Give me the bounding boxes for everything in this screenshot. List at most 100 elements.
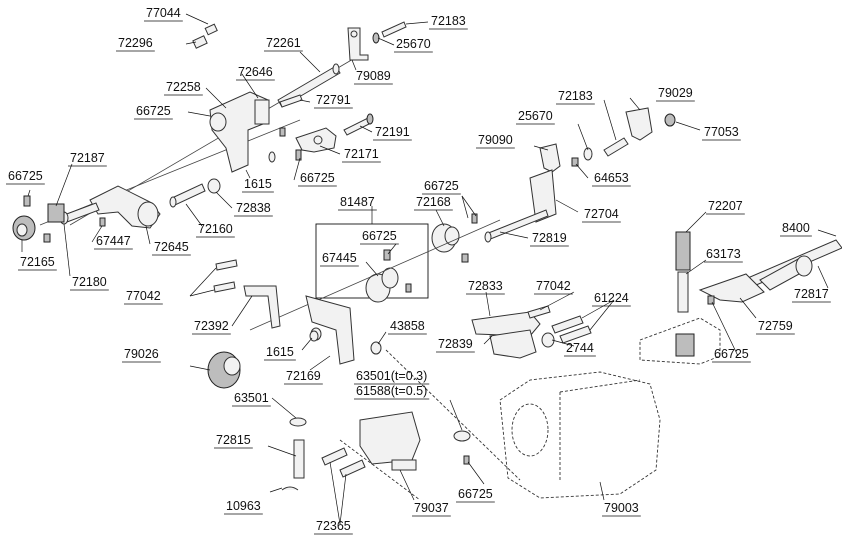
label-77042-left: 77042 <box>126 289 161 303</box>
label-63501-t03: 63501(t=0.3) <box>356 369 427 383</box>
part-72392-bracket <box>243 285 281 329</box>
label-72261: 72261 <box>266 36 301 50</box>
label-2744: 2744 <box>566 341 594 355</box>
part-77042-screw-right <box>527 305 551 319</box>
part-72168-collar <box>431 223 460 253</box>
label-77042-right: 77042 <box>536 279 571 293</box>
label-72183-top: 72183 <box>431 14 466 28</box>
part-72815-pin <box>293 439 305 479</box>
part-2744-washer <box>541 332 555 348</box>
part-72645-crank-arm <box>89 185 161 229</box>
label-66725-a: 66725 <box>136 104 171 118</box>
part-72165-knob <box>12 215 36 241</box>
leader-lines <box>21 13 837 525</box>
label-72704: 72704 <box>584 207 619 221</box>
part-77042-screws-left <box>213 259 238 293</box>
part-72183-screw-top <box>372 21 407 44</box>
label-79029: 79029 <box>658 86 693 100</box>
part-72180-shaft <box>59 202 100 225</box>
part-72160-pin <box>169 183 206 208</box>
label-72819: 72819 <box>532 231 567 245</box>
part-79026-knob <box>207 351 241 389</box>
label-67445: 67445 <box>322 251 357 265</box>
part-66725-setscrew-mid <box>471 213 478 224</box>
part-10963-clip <box>281 486 299 491</box>
label-72791: 72791 <box>316 93 351 107</box>
part-66725-setscrew-lower <box>43 233 51 243</box>
label-72165: 72165 <box>20 255 55 269</box>
label-1615-a: 1615 <box>244 177 272 191</box>
part-77053-screw <box>664 113 676 127</box>
part-77044-screw <box>192 23 218 49</box>
part-72838-collar <box>207 178 221 194</box>
label-72168: 72168 <box>416 195 451 209</box>
label-66725-g: 66725 <box>458 487 493 501</box>
label-66725-b: 66725 <box>300 171 335 185</box>
part-66725-collar-screw <box>461 253 469 263</box>
label-72191: 72191 <box>375 125 410 139</box>
part-66725-setscrew-left <box>23 195 31 207</box>
label-63501: 63501 <box>234 391 269 405</box>
label-72365: 72365 <box>316 519 351 533</box>
part-1615-washer <box>268 151 276 163</box>
label-43858: 43858 <box>390 319 425 333</box>
label-25670-right: 25670 <box>518 109 553 123</box>
label-72839: 72839 <box>438 337 473 351</box>
label-72815: 72815 <box>216 433 251 447</box>
label-72296: 72296 <box>118 36 153 50</box>
part-72171-lever <box>295 127 337 161</box>
collar-axis <box>249 219 501 331</box>
label-72838: 72838 <box>236 201 271 215</box>
label-10963: 10963 <box>226 499 261 513</box>
label-63173: 63173 <box>706 247 741 261</box>
label-72171: 72171 <box>344 147 379 161</box>
part-79003-housing <box>499 371 661 499</box>
part-66725-setscrew <box>279 127 286 137</box>
label-72169: 72169 <box>286 369 321 383</box>
part-67447-setscrew <box>99 217 106 227</box>
part-67445-collar <box>365 267 399 303</box>
label-66725-f: 66725 <box>714 347 749 361</box>
label-72392: 72392 <box>194 319 229 333</box>
label-79037: 79037 <box>414 501 449 515</box>
label-77053: 77053 <box>704 125 739 139</box>
label-72645: 72645 <box>154 240 189 254</box>
part-79090-bracket <box>539 143 561 173</box>
label-25670-top: 25670 <box>396 37 431 51</box>
part-66725-box-screw-2 <box>405 283 412 293</box>
label-64653: 64653 <box>594 171 629 185</box>
label-79089: 79089 <box>356 69 391 83</box>
label-72180: 72180 <box>72 275 107 289</box>
label-79090: 79090 <box>478 133 513 147</box>
part-63501-washer <box>289 417 307 427</box>
label-72833: 72833 <box>468 279 503 293</box>
part-79029-bracket <box>625 107 653 141</box>
part-66725-lever-screw <box>707 295 715 305</box>
label-61588-t05: 61588(t=0.5) <box>356 384 427 398</box>
part-79037-hinge <box>359 411 421 471</box>
label-61224: 61224 <box>594 291 629 305</box>
part-72704-block <box>529 169 557 223</box>
label-72183-right: 72183 <box>558 89 593 103</box>
label-79026: 79026 <box>124 347 159 361</box>
part-43858-ring <box>370 341 382 355</box>
part-72365-screws <box>321 447 366 478</box>
label-66725-c: 66725 <box>8 169 43 183</box>
label-72160: 72160 <box>198 222 233 236</box>
part-66725-housing-screw <box>463 455 470 465</box>
part-66725-box-screw <box>383 249 391 261</box>
label-81487: 81487 <box>340 195 375 209</box>
part-64653-setscrew <box>571 157 579 167</box>
part-72833-plate <box>471 311 541 337</box>
label-72817: 72817 <box>794 287 829 301</box>
part-63173-pin <box>677 271 689 313</box>
label-66725-d: 66725 <box>424 179 459 193</box>
part-72207-spring <box>675 231 691 271</box>
part-72191-screw <box>343 113 374 136</box>
label-67447: 67447 <box>96 234 131 248</box>
part-63173-base-block <box>675 333 695 357</box>
label-72187: 72187 <box>70 151 105 165</box>
part-labels: 77044 72296 72261 72183 25670 79089 7264… <box>6 6 831 535</box>
